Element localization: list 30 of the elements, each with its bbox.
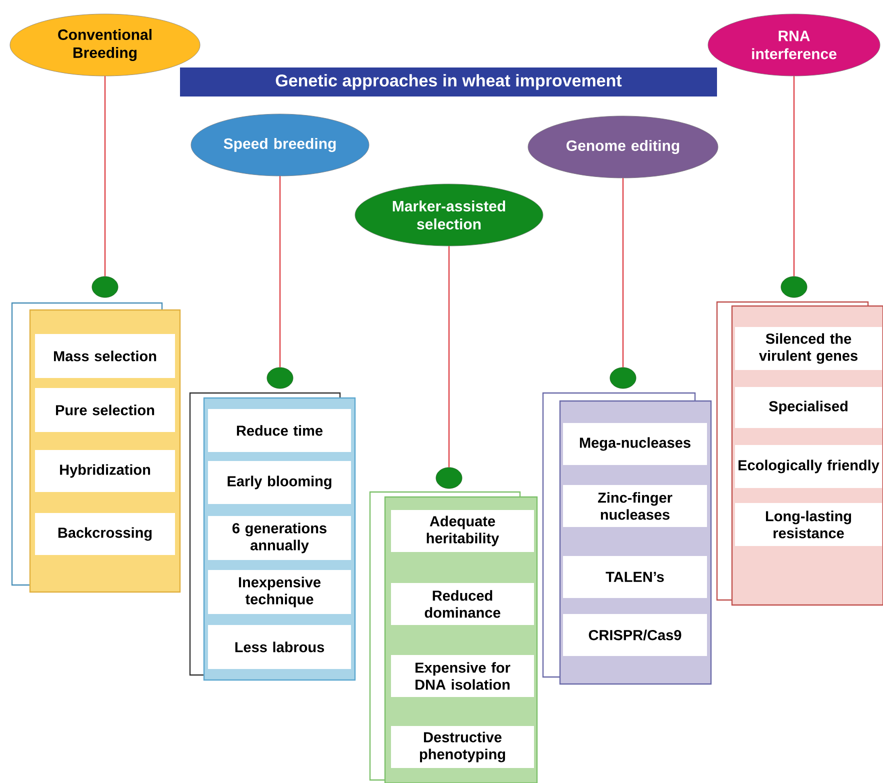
connector-dot: [266, 367, 294, 389]
connector-dot: [780, 276, 808, 298]
item-box: Early blooming: [208, 460, 351, 504]
item-box: Ecologically friendly: [735, 444, 882, 488]
item-box: Reduce time: [208, 408, 351, 452]
item-box: Adequate heritability: [391, 510, 534, 552]
item-box: Backcrossing: [35, 512, 175, 555]
connector-line: [622, 178, 624, 368]
item-box: Specialised: [735, 386, 882, 428]
item-box: Zinc-finger nucleases: [563, 484, 707, 527]
item-box: Inexpensive technique: [208, 570, 351, 614]
item-box: Destructive phenotyping: [391, 726, 534, 768]
item-box: 6 generations annually: [208, 516, 351, 560]
item-box: TALEN’s: [563, 556, 707, 598]
connector-dot: [436, 467, 462, 489]
item-box: Mega-nucleases: [563, 422, 707, 465]
title-banner: Genetic approaches in wheat improvement: [180, 67, 717, 96]
item-box: Silenced the virulent genes: [735, 326, 882, 370]
item-box: Expensive for DNA isolation: [391, 654, 534, 697]
item-box: CRISPR/Cas9: [563, 614, 707, 656]
connector-line: [104, 76, 106, 277]
item-box: Reduced dominance: [391, 582, 534, 625]
connector-dot: [610, 367, 636, 389]
connector-line: [448, 246, 450, 468]
item-box: Pure selection: [35, 388, 175, 432]
item-box: Less labrous: [208, 624, 351, 669]
item-box: Hybridization: [35, 450, 175, 492]
connector-dot: [92, 276, 118, 298]
item-box: Mass selection: [35, 334, 175, 378]
item-box: Long-lasting resistance: [735, 502, 882, 546]
